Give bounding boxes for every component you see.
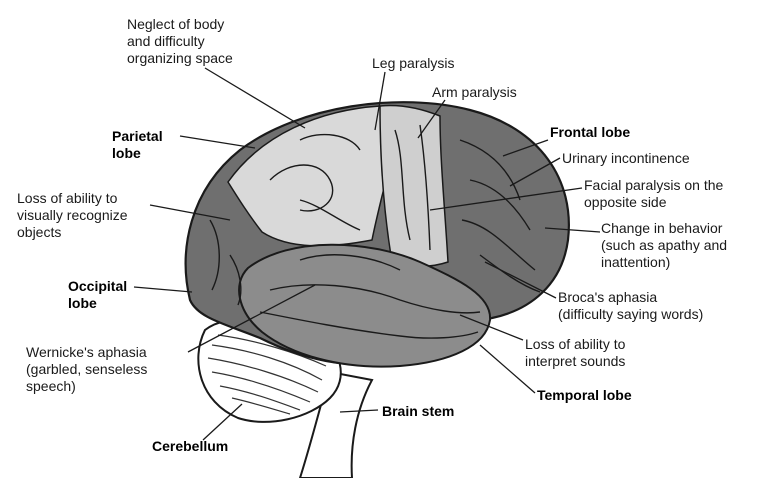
- label-facial-paralysis: Facial paralysis on the opposite side: [584, 177, 723, 211]
- label-wernickes-aphasia: Wernicke's aphasia (garbled, senseless s…: [26, 344, 147, 395]
- label-frontal-lobe: Frontal lobe: [550, 124, 630, 141]
- motor-strip-shape: [380, 105, 448, 266]
- label-leg-paralysis: Leg paralysis: [372, 55, 455, 72]
- label-urinary-incontinence: Urinary incontinence: [562, 150, 690, 167]
- label-arm-paralysis: Arm paralysis: [432, 84, 517, 101]
- label-brocas-aphasia: Broca's aphasia (difficulty saying words…: [558, 289, 703, 323]
- label-interpret-sounds: Loss of ability to interpret sounds: [525, 336, 625, 370]
- label-neglect: Neglect of body and difficulty organizin…: [127, 16, 233, 67]
- label-cerebellum: Cerebellum: [152, 438, 228, 455]
- label-visual-recognition: Loss of ability to visually recognize ob…: [17, 190, 128, 241]
- label-change-in-behavior: Change in behavior (such as apathy and i…: [601, 220, 727, 271]
- label-occipital-lobe: Occipital lobe: [68, 278, 127, 312]
- label-temporal-lobe: Temporal lobe: [537, 387, 632, 404]
- label-brain-stem: Brain stem: [382, 403, 454, 420]
- label-parietal-lobe: Parietal lobe: [112, 128, 163, 162]
